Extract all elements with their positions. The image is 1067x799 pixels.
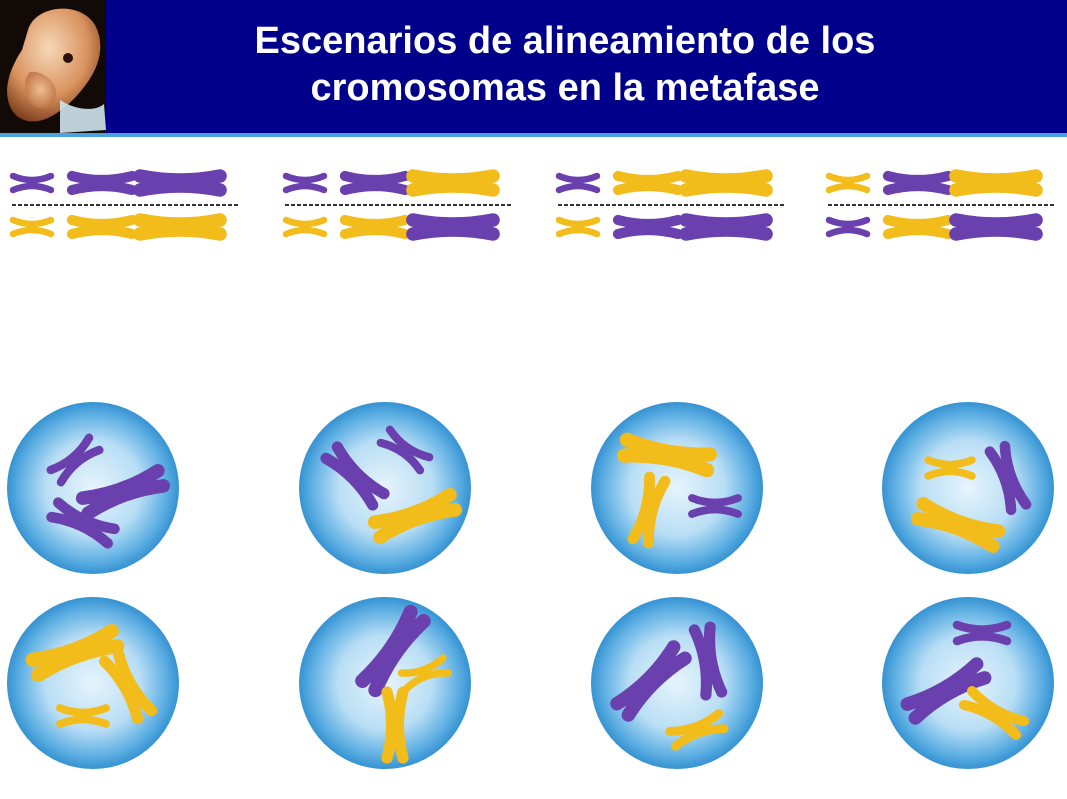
banner-underline [0,133,1067,137]
page-title: Escenarios de alineamiento de los cromos… [110,18,1020,112]
alignment-scenario [9,169,240,241]
cell-chromosome [75,464,171,520]
chromosome-bottom [282,216,328,238]
chromosome-top [9,172,55,194]
cell-membrane [591,402,763,574]
cell-membrane [882,402,1054,574]
chromosome-bottom [555,216,601,238]
cell-chromosome [688,494,742,518]
cell-chromosome [617,432,717,478]
cell-chromosome [98,647,158,725]
cell-chromosome [367,488,463,544]
chromosome-top [825,172,871,194]
chromosome-bottom [612,214,684,240]
chromosome-top [133,169,227,197]
cell-chromosome [25,623,125,683]
cell-membrane [7,402,179,574]
daughter-cell [7,402,179,574]
alignment-scenario [825,169,1056,241]
chromosome-bottom [133,213,227,241]
chromosome-top [66,170,138,196]
alignment-scenario [555,169,786,241]
cell-chromosome [910,497,1006,553]
title-line-1: Escenarios de alineamiento de los [254,20,876,62]
chromosome-bottom [882,214,954,240]
cell-chromosome [924,456,976,480]
cell-chromosome [355,604,431,698]
chromosome-top [339,170,411,196]
chromosome-bottom [339,214,411,240]
chromosome-bottom [406,213,500,241]
chromosome-top [282,172,328,194]
daughter-cell [882,402,1054,574]
cell-chromosome [900,657,992,725]
cell-chromosome [320,441,390,511]
cell-chromosome [46,433,104,487]
daughter-cell [882,597,1054,769]
cell-chromosome [46,497,120,549]
chromosome-diagram [7,169,1056,769]
daughter-cell [299,597,471,769]
embryo-illustration [0,0,106,133]
cell-chromosome [397,654,453,692]
daughter-cell [299,402,471,574]
embryo-photo [0,0,106,133]
cell-chromosome [56,704,110,728]
alignment-scenario [282,169,513,241]
chromosome-top [882,170,954,196]
title-banner [0,0,1067,133]
chromosome-bottom [679,213,773,241]
cell-chromosome [376,425,434,475]
chromosome-top [679,169,773,197]
chromosome-top [949,169,1043,197]
chromosome-bottom [9,216,55,238]
daughter-cell [7,597,179,769]
cell-chromosome [958,685,1030,741]
chromosome-top [555,172,601,194]
cell-chromosome [984,440,1032,516]
cell-chromosome [627,471,671,549]
title-line-2: cromosomas en la metafase [310,67,820,109]
chromosome-top [406,169,500,197]
cell-chromosome [688,621,728,701]
chromosome-bottom [949,213,1043,241]
chromosome-top [612,170,684,196]
cell-chromosome [665,709,729,751]
chromosome-bottom [66,214,138,240]
cell-chromosome [381,686,409,764]
cell-chromosome [952,620,1012,646]
chromosome-bottom [825,216,871,238]
cell-chromosome [610,640,692,722]
daughter-cell [591,597,763,769]
daughter-cell [591,402,763,574]
cell-membrane [7,597,179,769]
